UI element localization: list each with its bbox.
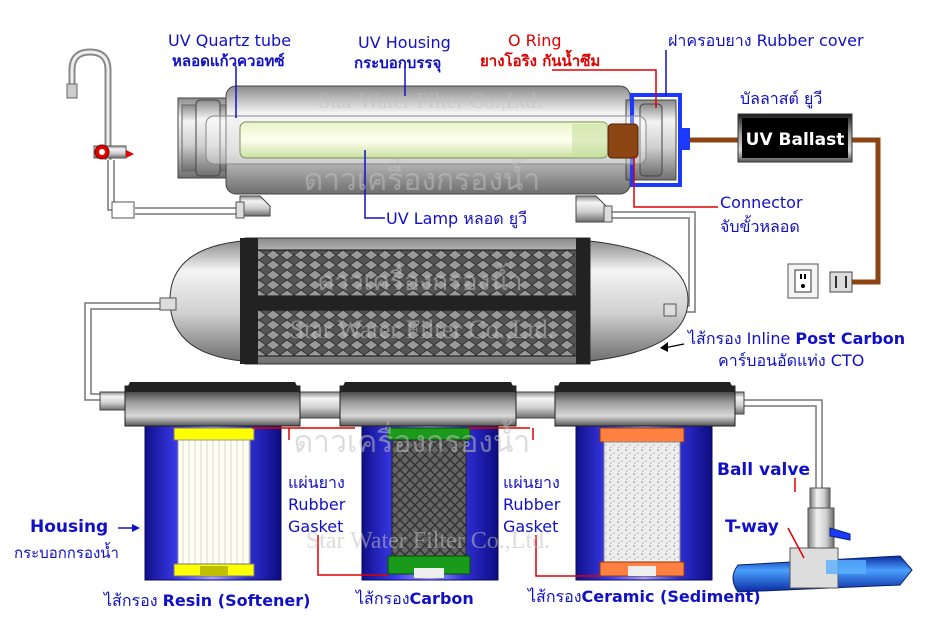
water-tubing <box>84 160 823 490</box>
label-t-way: T-way <box>725 517 779 537</box>
watermarks: Star Water Filter Co.,Ltd. ดาวเครื่องกรอ… <box>290 88 555 554</box>
watermark-company-en-3: Star Water Filter Co.,Ltd. <box>306 528 550 554</box>
label-gasket1-l1: แผ่นยาง <box>288 473 345 492</box>
watermark-company-en: Star Water Filter Co.,Ltd. <box>318 88 542 113</box>
ballast-box-label: UV Ballast <box>746 130 845 150</box>
label-rubber-cover: ฝาครอบยาง Rubber cover <box>668 31 864 50</box>
label-o-ring: O Ring <box>508 31 562 50</box>
housing-arrow-icon <box>132 524 140 532</box>
label-quartz-tube: UV Quartz tube <box>168 31 291 50</box>
label-gasket2-l3: Gasket <box>503 517 558 536</box>
housing-resin <box>124 382 301 581</box>
label-post-carbon: ไส้กรอง Inline Post Carbon <box>686 329 905 348</box>
faucet <box>66 48 135 219</box>
ball-valve-assembly <box>732 487 913 593</box>
watermark-company-en-2: Star Water Filter Co.,Ltd. <box>290 315 555 344</box>
label-connector: Connector <box>720 193 803 212</box>
post-carbon-arrow-icon <box>660 342 668 352</box>
uv-ballast: UV Ballast <box>690 113 881 299</box>
label-carbon: ไส้กรองCarbon <box>354 589 474 608</box>
label-housing: Housing <box>30 517 108 537</box>
label-post-carbon-th: คาร์บอนอัดแท่ง CTO <box>718 351 864 370</box>
label-ball-valve: Ball valve <box>717 460 810 480</box>
label-quartz-tube-th: หลอดแก้วควอทซ์ <box>172 52 285 70</box>
filter-housings <box>99 382 745 581</box>
housing-carbon <box>339 382 517 581</box>
leader-lines <box>235 50 805 577</box>
label-o-ring-th: ยางโอริง กันน้ำซึม <box>480 49 600 70</box>
label-connector-th: จับขั้วหลอด <box>720 215 800 236</box>
valve-handle <box>829 527 851 541</box>
label-resin: ไส้กรอง Resin (Softener) <box>102 591 310 610</box>
label-uv-housing-th: กระบอกบรรจุ <box>354 54 441 73</box>
label-uv-lamp: UV Lamp หลอด ยูวี <box>386 209 527 229</box>
label-gasket1-l2: Rubber <box>288 495 346 514</box>
label-uv-housing: UV Housing <box>358 33 451 52</box>
label-housing-th: กระบอกกรองน้ำ <box>14 542 119 562</box>
label-ballast-th: บัลลาสต์ ยูวี <box>740 89 822 109</box>
label-gasket2-l1: แผ่นยาง <box>503 473 560 492</box>
label-gasket1-l3: Gasket <box>288 517 343 536</box>
watermark-company-th-3: ดาวเครื่องกรองน้ำ <box>294 420 531 459</box>
label-gasket2-l2: Rubber <box>503 495 561 514</box>
watermark-company-th-2: ดาวเครื่องกรองน้ำ <box>317 262 522 296</box>
watermark-company-th: ดาวเครื่องกรองน้ำ <box>304 158 541 197</box>
housing-ceramic <box>554 382 736 581</box>
post-carbon-filter <box>159 237 689 365</box>
labels: UV Quartz tube หลอดแก้วควอทซ์ UV Housing… <box>14 31 905 610</box>
label-ceramic: ไส้กรองCeramic (Sediment) <box>526 587 761 606</box>
